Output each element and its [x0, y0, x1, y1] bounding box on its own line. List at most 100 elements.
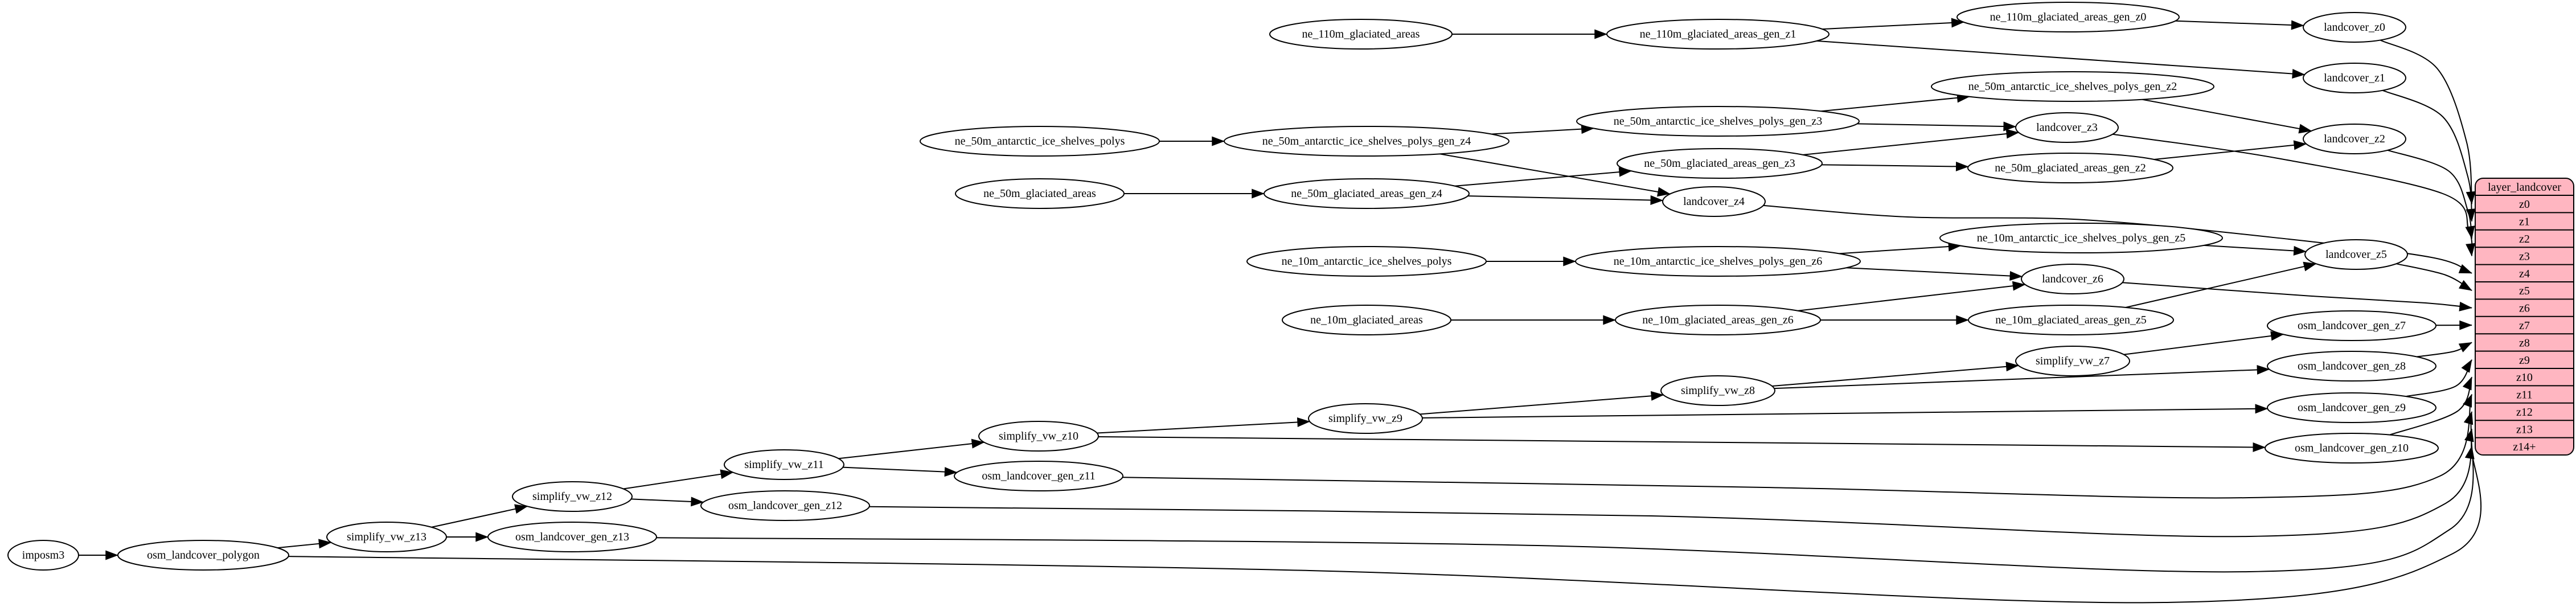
edge-simplify_vw_z12-to-osm_landcover_gen_z12: [631, 497, 704, 507]
node-ellipse: [700, 490, 870, 521]
edge-ne_50m_glaciated_areas_gen_z3-to-landcover_z3: [1803, 129, 2020, 155]
node-simplify_vw_z11: simplify_vw_z11: [724, 449, 844, 480]
node-osm_landcover_gen_z11: osm_landcover_gen_z11: [954, 461, 1123, 491]
node-simplify_vw_z10: simplify_vw_z10: [978, 421, 1099, 452]
node-label: ne_50m_antarctic_ice_shelves_polys_gen_z…: [1262, 135, 1471, 147]
edge-ne_10m_antarctic_ice_shelves_polys_gen_z5-to-landcover_z5: [2204, 244, 2307, 256]
node-label: ne_50m_glaciated_areas_gen_z4: [1291, 187, 1442, 200]
node-ellipse: [1615, 305, 1821, 335]
node-simplify_vw_z7: simplify_vw_z7: [2015, 346, 2130, 376]
node-ellipse: [7, 540, 79, 571]
node-ellipse: [1956, 2, 2180, 32]
node-ellipse: [512, 481, 633, 512]
node-label: ne_10m_antarctic_ice_shelves_polys_gen_z…: [1614, 255, 1823, 268]
edge-simplify_vw_z10-to-simplify_vw_z9: [1097, 417, 1311, 434]
node-landcover_z5: landcover_z5: [2304, 239, 2408, 270]
edge-landcover_z2-to-z2: [2388, 149, 2475, 239]
edge-simplify_vw_z11-to-osm_landcover_gen_z11: [843, 466, 958, 477]
node-ne_50m_antarctic_ice_shelves_polys_gen_z3: ne_50m_antarctic_ice_shelves_polys_gen_z…: [1576, 106, 1860, 137]
table-row-z2: z2: [2519, 233, 2530, 245]
node-label: imposm3: [22, 549, 64, 561]
node-label: osm_landcover_gen_z9: [2298, 401, 2406, 414]
edge-simplify_vw_z7-to-osm_landcover_gen_z7: [2123, 331, 2284, 355]
node-ellipse: [2265, 433, 2439, 464]
node-ne_10m_glaciated_areas_gen_z5: ne_10m_glaciated_areas_gen_z5: [1968, 305, 2174, 335]
node-landcover_z3: landcover_z3: [2015, 112, 2119, 143]
node-ellipse: [1968, 305, 2174, 335]
node-ellipse: [2303, 12, 2406, 43]
node-label: ne_50m_glaciated_areas_gen_z2: [1995, 162, 2146, 174]
node-ellipse: [1967, 153, 2173, 183]
node-label: osm_landcover_gen_z8: [2298, 360, 2406, 372]
node-ne_110m_glaciated_areas_gen_z0: ne_110m_glaciated_areas_gen_z0: [1956, 2, 2180, 32]
edge-osm_landcover_gen_z10-to-z10: [2389, 376, 2472, 436]
node-label: ne_50m_glaciated_areas_gen_z3: [1644, 157, 1795, 170]
edge-osm_landcover_polygon-to-simplify_vw_z13: [277, 539, 332, 549]
node-ne_10m_glaciated_areas_gen_z6: ne_10m_glaciated_areas_gen_z6: [1615, 305, 1821, 335]
table-row-z3: z3: [2519, 250, 2530, 263]
node-landcover_z4: landcover_z4: [1662, 186, 1766, 217]
node-ne_50m_glaciated_areas: ne_50m_glaciated_areas: [955, 178, 1125, 209]
table-row-z10: z10: [2516, 371, 2533, 384]
node-label: landcover_z5: [2325, 248, 2387, 261]
table-layer: layer_landcoverz0z1z2z3z4z5z6z7z8z9z10z1…: [2475, 178, 2574, 456]
node-ellipse: [1282, 305, 1451, 335]
node-osm_landcover_gen_z8: osm_landcover_gen_z8: [2267, 351, 2436, 382]
edge-ne_110m_glaciated_areas_gen_z0-to-landcover_z0: [2175, 20, 2304, 30]
node-landcover_z6: landcover_z6: [2021, 264, 2124, 294]
table-row-z9: z9: [2519, 354, 2530, 367]
node-simplify_vw_z9: simplify_vw_z9: [1308, 403, 1423, 434]
edge-ne_10m_glaciated_areas_gen_z5-to-landcover_z5: [2125, 261, 2317, 308]
edge-ne_10m_antarctic_ice_shelves_polys_gen_z6-to-landcover_z6: [1846, 267, 2023, 281]
node-landcover_z1: landcover_z1: [2303, 63, 2406, 93]
edge-ne_10m_antarctic_ice_shelves_polys_gen_z6-to-ne_10m_antarctic_ice_shelves_polys_gen_z5: [1839, 241, 1962, 255]
node-label: osm_landcover_gen_z10: [2295, 442, 2409, 454]
node-ne_50m_glaciated_areas_gen_z3: ne_50m_glaciated_areas_gen_z3: [1617, 148, 1823, 179]
node-ne_50m_antarctic_ice_shelves_polys_gen_z2: ne_50m_antarctic_ice_shelves_polys_gen_z…: [1931, 71, 2214, 102]
edge-simplify_vw_z12-to-simplify_vw_z11: [623, 469, 734, 490]
node-label: ne_50m_antarctic_ice_shelves_polys: [955, 135, 1125, 147]
edge-ne_50m_glaciated_areas_gen_z4-to-ne_50m_glaciated_areas_gen_z3: [1454, 167, 1632, 187]
edge-landcover_z5-to-z5: [2396, 263, 2472, 292]
node-label: ne_50m_antarctic_ice_shelves_polys_gen_z…: [1614, 115, 1823, 128]
node-label: osm_landcover_gen_z12: [728, 499, 842, 512]
edge-ne_50m_antarctic_ice_shelves_polys_gen_z2-to-landcover_z2: [2142, 99, 2312, 134]
edge-ne_110m_glaciated_areas_gen_z1-to-landcover_z1: [1816, 40, 2306, 79]
node-label: ne_10m_glaciated_areas: [1310, 314, 1423, 326]
edge-osm_landcover_polygon-to-z14+: [288, 445, 2482, 604]
node-landcover_z2: landcover_z2: [2303, 124, 2406, 154]
node-ellipse: [954, 461, 1123, 491]
edge-ne_50m_antarctic_ice_shelves_polys_gen_z3-to-ne_50m_antarctic_ice_shelves_polys_gen_z2: [1821, 93, 1970, 112]
table-row-z14+: z14+: [2513, 441, 2536, 453]
edge-simplify_vw_z8-to-simplify_vw_z7: [1772, 362, 2019, 387]
edge-osm_landcover_gen_z13-to-z13: [656, 428, 2474, 573]
node-ellipse: [1660, 375, 1775, 406]
node-ellipse: [326, 522, 447, 552]
node-label: landcover_z3: [2036, 121, 2098, 134]
edge-ne_10m_glaciated_areas_gen_z6-to-landcover_z6: [1798, 281, 2026, 311]
edge-ne_50m_glaciated_areas_gen_z2-to-landcover_z2: [2153, 140, 2307, 160]
edges-layer: [79, 18, 2482, 604]
node-label: ne_50m_antarctic_ice_shelves_polys_gen_z…: [1968, 80, 2177, 93]
node-ellipse: [1939, 223, 2223, 253]
table-row-z11: z11: [2516, 389, 2532, 401]
layer-table-title: layer_landcover: [2488, 181, 2561, 194]
node-osm_landcover_polygon: osm_landcover_polygon: [117, 540, 289, 571]
node-ellipse: [1269, 19, 1453, 50]
edge-landcover_z3-to-z3: [2113, 133, 2476, 257]
node-label: landcover_z0: [2324, 21, 2385, 34]
node-ellipse: [117, 540, 289, 571]
node-ne_110m_glaciated_areas_gen_z1: ne_110m_glaciated_areas_gen_z1: [1606, 19, 1830, 50]
table-row-z7: z7: [2519, 319, 2530, 332]
edge-landcover_z6-to-z6: [2122, 282, 2472, 311]
node-ellipse: [2267, 392, 2436, 423]
node-ellipse: [1931, 71, 2214, 102]
node-imposm3: imposm3: [7, 540, 79, 571]
node-ellipse: [1224, 126, 1509, 157]
node-ellipse: [1575, 246, 1861, 277]
node-simplify_vw_z12: simplify_vw_z12: [512, 481, 633, 512]
node-label: simplify_vw_z8: [1681, 384, 1755, 397]
node-label: simplify_vw_z7: [2036, 355, 2110, 367]
